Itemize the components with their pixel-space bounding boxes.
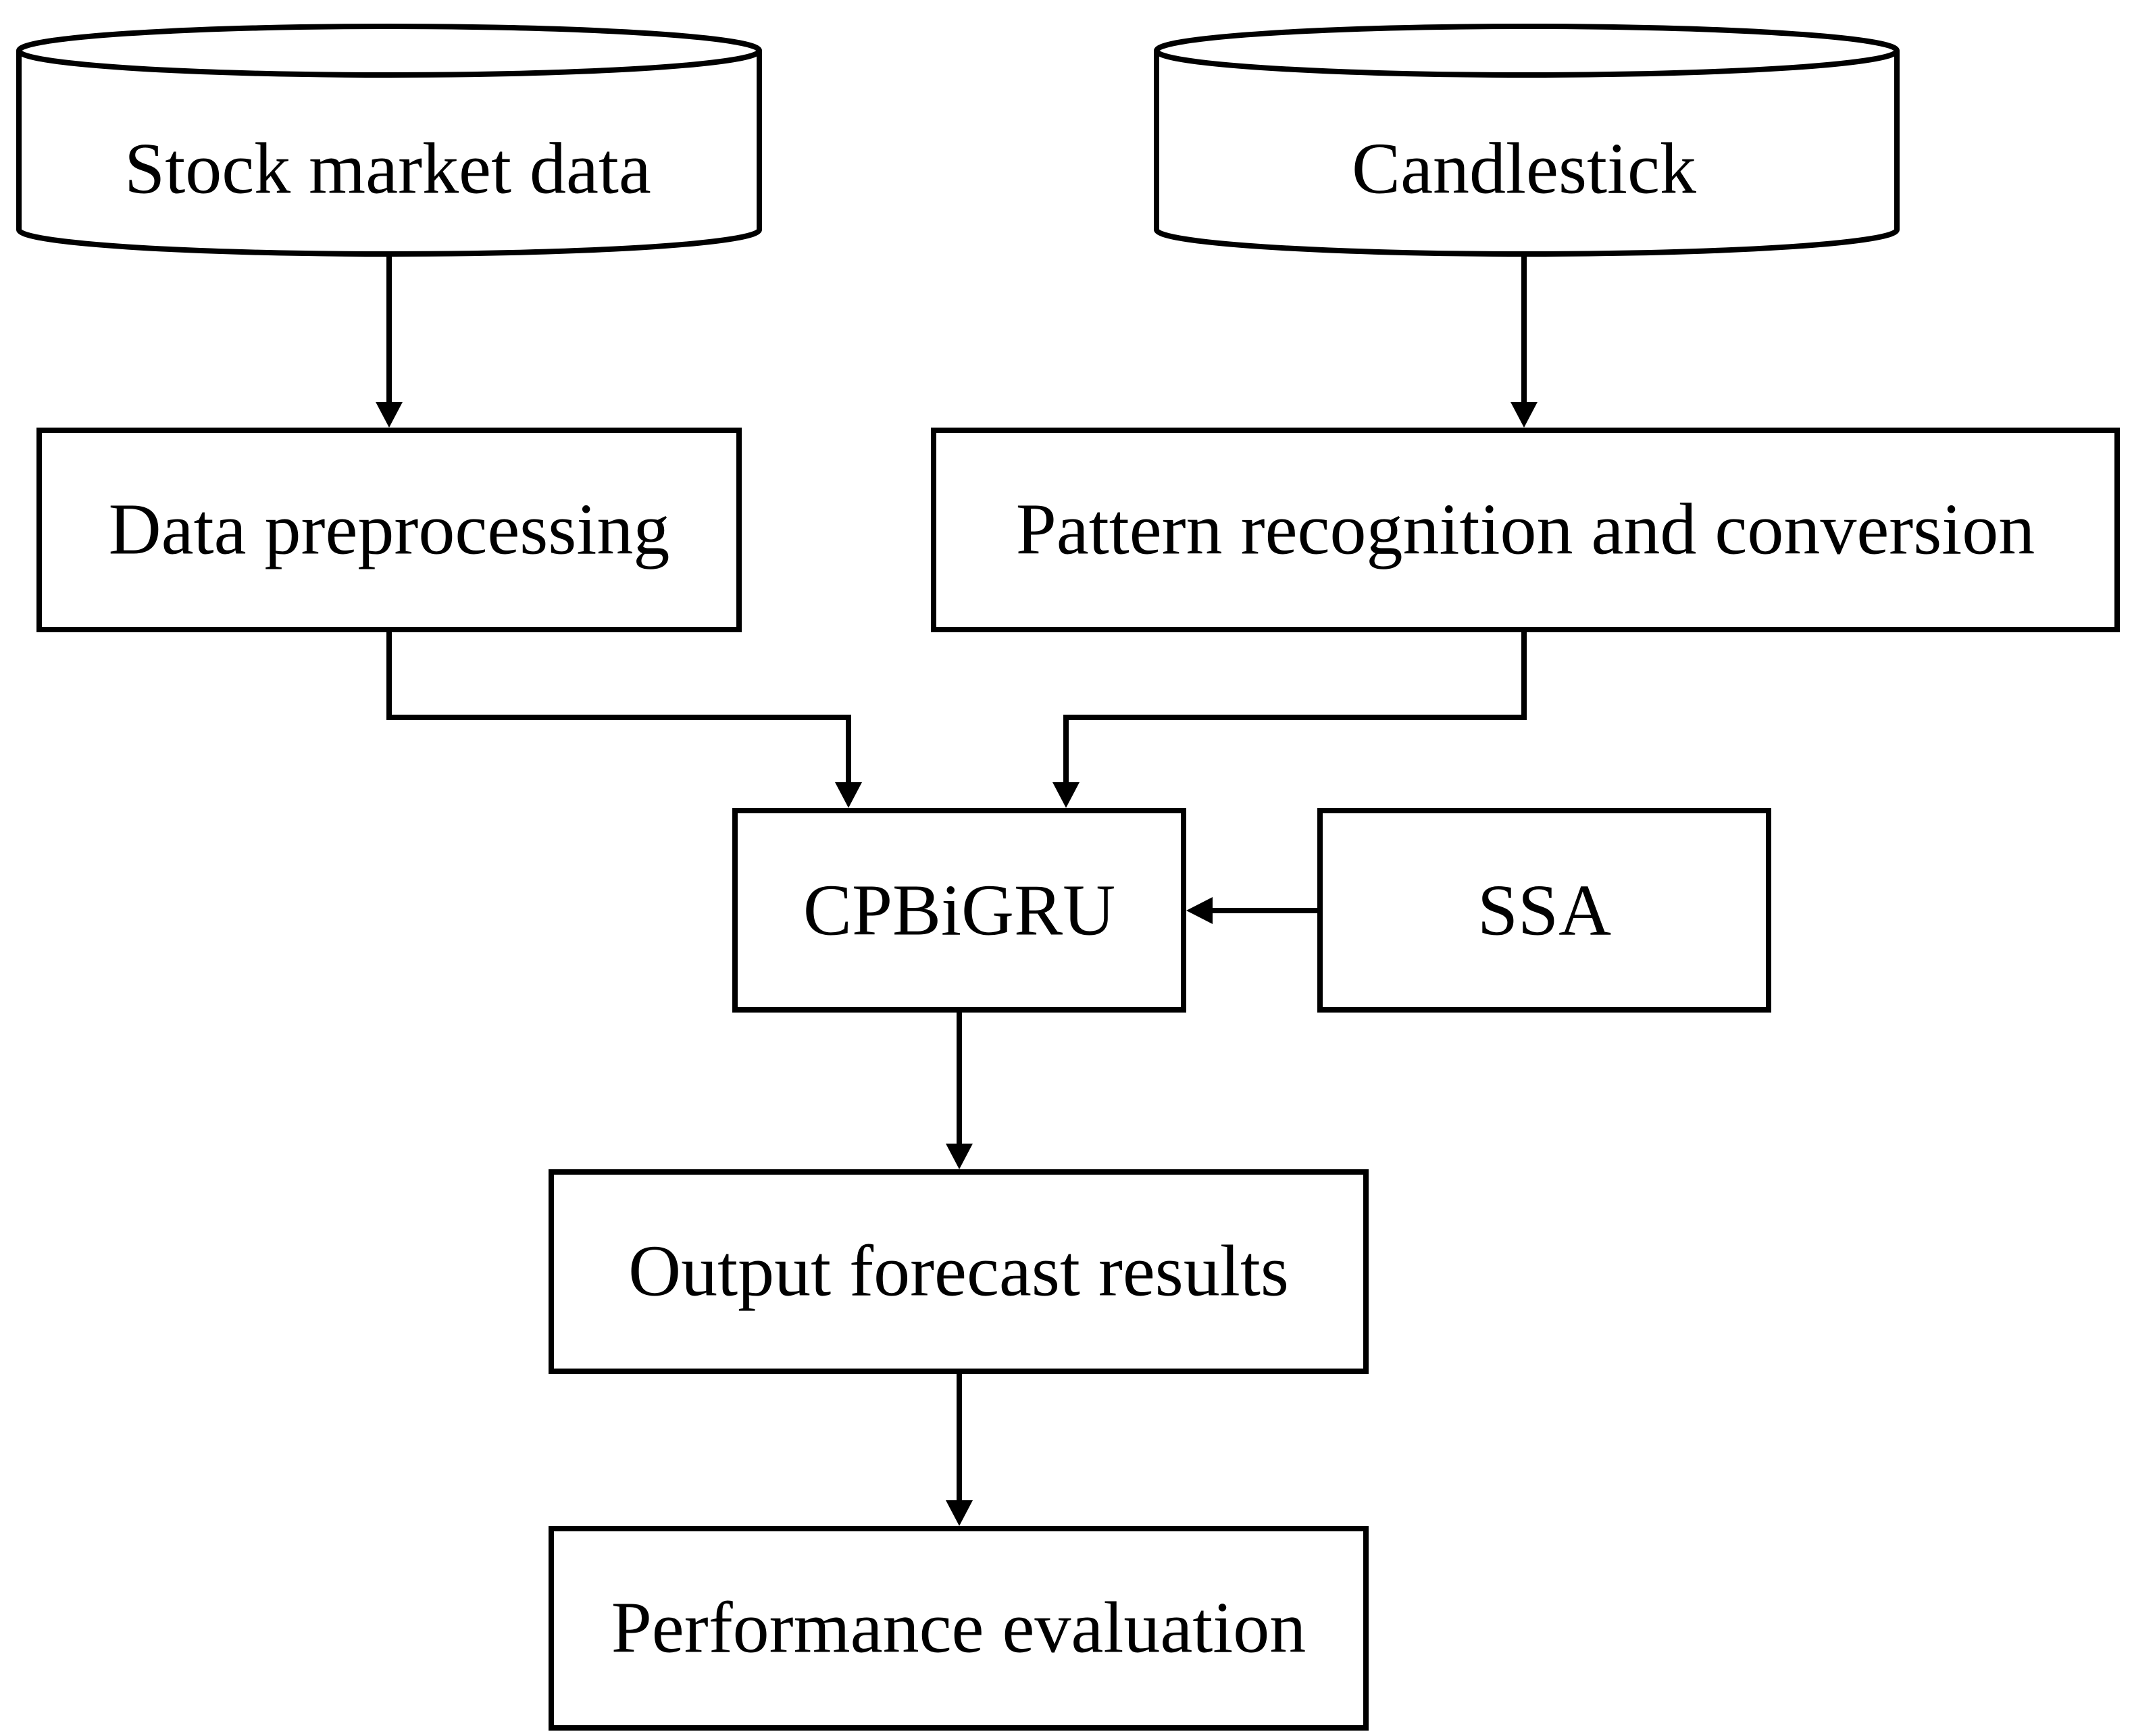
arrow-cpbigru-to-output (946, 1010, 973, 1169)
ssa-box (1317, 808, 1771, 1013)
candlestick-cylinder-rim (1154, 49, 1900, 78)
output-forecast-node: Output forecast results (549, 1169, 1369, 1374)
arrow-candlestick-to-pattern (1511, 255, 1538, 428)
pattern-recognition-node: Pattern recognition and conversion (931, 428, 2120, 632)
cpbigru-label: CPBiGRU (803, 871, 1115, 951)
performance-evaluation-box (549, 1526, 1369, 1731)
arrow-pattern-to-cpbigru-line (1063, 630, 1527, 785)
arrow-preprocessing-to-cpbigru-head (835, 782, 862, 808)
ssa-node: SSA (1317, 808, 1771, 1013)
arrow-ssa-to-cpbigru-head (1186, 897, 1213, 924)
arrow-ssa-to-cpbigru (1186, 897, 1320, 924)
stock-market-data-cylinder-rim (16, 49, 762, 78)
stock-market-data-cylinder (16, 24, 762, 257)
output-forecast-label: Output forecast results (628, 1231, 1289, 1312)
performance-evaluation-node: Performance evaluation (549, 1526, 1369, 1731)
stock-market-data-label: Stock market data (124, 129, 651, 209)
data-preprocessing-node: Data preprocessing (36, 428, 742, 632)
pattern-recognition-label: Pattern recognition and conversion (1016, 490, 2035, 570)
arrow-preprocessing-to-cpbigru-line (386, 630, 851, 785)
candlestick-node: Candlestick (1154, 24, 1900, 257)
arrow-stock-to-preprocessing-head (376, 402, 403, 428)
arrow-pattern-to-cpbigru (1052, 630, 1527, 808)
arrow-candlestick-to-pattern-head (1511, 402, 1538, 428)
cpbigru-node: CPBiGRU (732, 808, 1186, 1013)
arrow-preprocessing-to-cpbigru (386, 630, 862, 808)
stock-market-data-node: Stock market data (16, 24, 762, 257)
arrow-pattern-to-cpbigru-head (1052, 782, 1080, 808)
candlestick-cylinder (1154, 24, 1900, 257)
performance-evaluation-label: Performance evaluation (611, 1588, 1306, 1668)
pattern-recognition-box (931, 428, 2120, 632)
ssa-label: SSA (1477, 871, 1611, 951)
arrow-output-to-evaluation-head (946, 1500, 973, 1526)
arrow-cpbigru-to-output-head (946, 1144, 973, 1169)
arrow-output-to-evaluation (946, 1371, 973, 1526)
data-preprocessing-label: Data preprocessing (109, 490, 670, 570)
data-preprocessing-box (36, 428, 742, 632)
candlestick-label: Candlestick (1352, 129, 1696, 209)
arrow-stock-to-preprocessing (376, 255, 403, 428)
